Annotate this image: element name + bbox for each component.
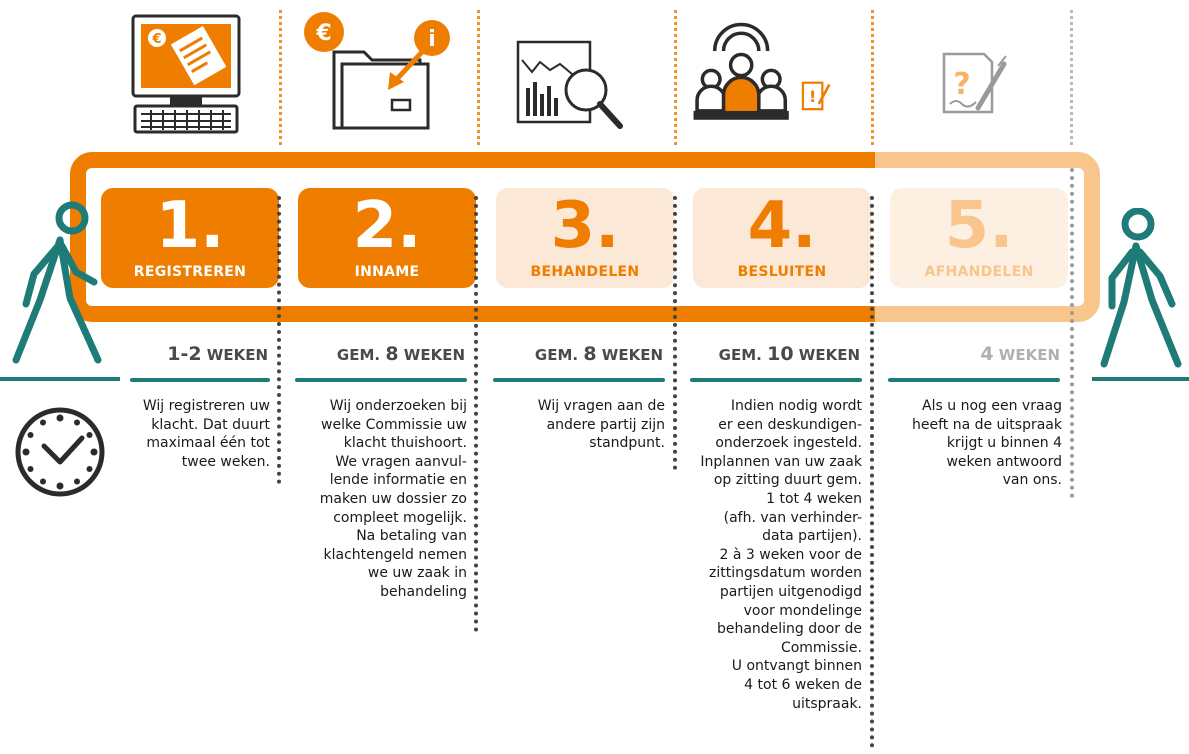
step-card-4: 4. BESLUITEN [693,188,871,288]
step-number: 3. [550,189,620,263]
duration-step-4: GEM. 10 WEKEN [718,343,860,365]
ground-line-left [0,377,120,381]
duration-underline-5 [888,378,1060,382]
step-card-3: 3. BEHANDELEN [496,188,674,288]
separator-top-5 [1070,10,1073,145]
duration-underline-4 [690,378,862,382]
step-number: 1. [155,189,225,263]
duration-step-5: 4 WEKEN [980,343,1060,365]
duration-step-2: GEM. 8 WEKEN [336,343,465,365]
step-number: 2. [352,189,422,263]
analysis-magnifier-icon [516,40,623,129]
folder-intake-icon: € i [304,12,450,130]
duration-step-3: GEM. 8 WEKEN [534,343,663,365]
svg-text:!: ! [809,87,816,106]
separator-top-3 [674,10,677,145]
duration-underline-1 [130,378,270,382]
ground-line-right [1092,377,1189,381]
separator-lower-5 [1070,168,1074,498]
separator-top-1 [279,10,282,145]
walking-person-end-icon [1100,208,1182,368]
separator-lower-3 [673,196,677,470]
walking-person-start-icon [12,201,102,364]
step-number: 5. [944,189,1014,263]
svg-text:?: ? [953,67,970,102]
separator-lower-4 [870,196,874,748]
svg-text:€: € [315,21,331,46]
step-card-1: 1. REGISTREREN [101,188,279,288]
computer-document-icon: € [131,14,241,134]
step-label: INNAME [354,264,420,280]
svg-text:€: € [151,32,161,47]
clock-icon [15,407,105,497]
separator-top-4 [871,10,874,145]
process-track-frame [70,152,1100,322]
step-card-2: 2. INNAME [298,188,476,288]
separator-top-2 [477,10,480,145]
step-card-5: 5. AFHANDELEN [890,188,1068,288]
step-label: AFHANDELEN [924,264,1034,280]
step-label: BEHANDELEN [530,264,640,280]
commission-hearing-icon: ! [693,22,831,120]
step-label: BESLUITEN [737,264,827,280]
step-number: 4. [747,189,817,263]
separator-lower-2 [474,196,478,632]
svg-text:i: i [428,27,436,52]
duration-underline-2 [295,378,467,382]
duration-underline-3 [493,378,665,382]
separator-lower-1 [277,196,281,484]
step-label: REGISTREREN [133,264,247,280]
duration-step-1: 1-2 WEKEN [167,343,268,365]
question-document-icon: ? [942,52,1007,114]
